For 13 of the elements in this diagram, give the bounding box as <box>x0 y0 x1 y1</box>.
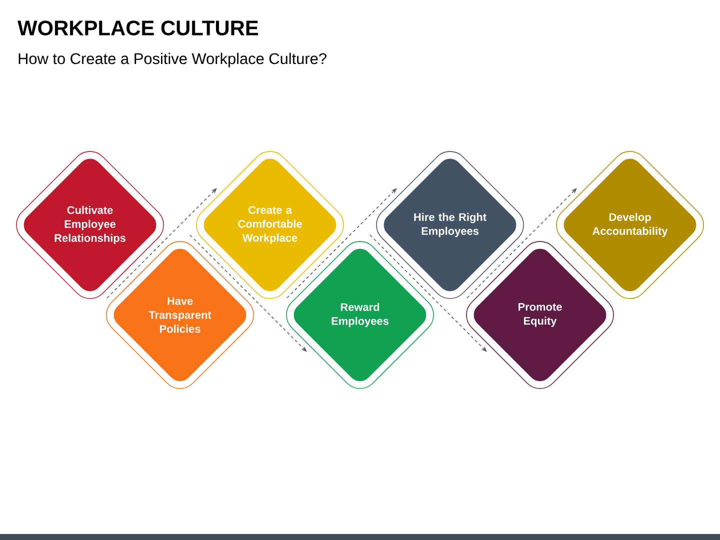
diamond-box: Reward Employees <box>286 241 434 389</box>
diamond-box: Develop Accountability <box>556 151 704 299</box>
dashed-arrow <box>370 234 487 352</box>
dashed-arrow <box>466 188 577 298</box>
subtitle: How to Create a Positive Workplace Culture? <box>18 52 326 68</box>
dashed-arrow <box>190 234 307 352</box>
diamond-box: Hire the Right Employees <box>376 151 524 299</box>
diamond-box: Cultivate Employee Relationships <box>16 151 164 299</box>
diamond-box: Create a Comfortable Workplace <box>196 151 344 299</box>
title: WORKPLACE CULTURE <box>18 20 258 36</box>
diamond-box: Promote Equity <box>466 241 614 389</box>
dashed-arrow <box>286 188 397 298</box>
dashed-arrow <box>106 188 217 298</box>
